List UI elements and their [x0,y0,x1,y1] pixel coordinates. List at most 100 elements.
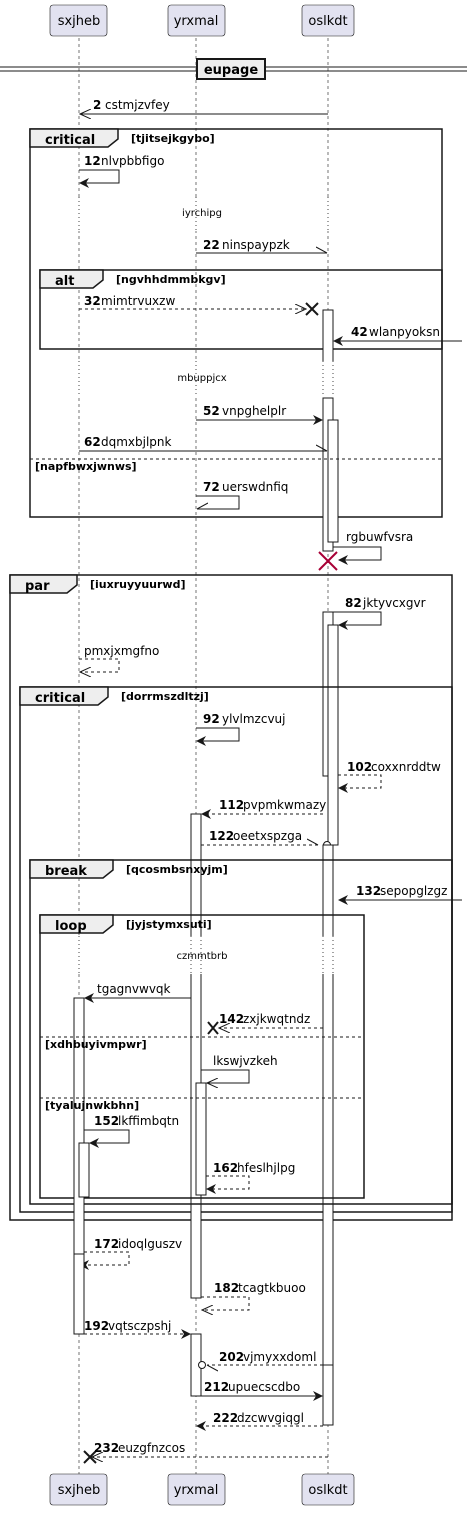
svg-text:iyrchipg: iyrchipg [182,208,222,219]
svg-text:pmxjxmgfno: pmxjxmgfno [84,644,159,658]
svg-text:mbuppjcx: mbuppjcx [177,373,226,384]
svg-text:42: 42 [351,325,368,339]
activation-oslkdt-5 [327,624,339,846]
svg-text:upuecscdbo: upuecscdbo [228,1380,300,1394]
svg-text:vjmyxxdoml: vjmyxxdoml [243,1350,316,1364]
svg-text:break: break [45,864,87,879]
message-162: 162 hfeslhjlpg [206,1161,295,1194]
group-critical-tjitsejkgybo: critical [tjitsejkgybo] [29,128,443,518]
svg-text:[dorrmszdltzj]: [dorrmszdltzj] [121,690,209,703]
message-182: 182 tcagtkbuoo [201,1281,306,1310]
message-22: 22 ninspaypzk [196,238,327,254]
svg-text:162: 162 [213,1161,238,1175]
svg-text:202: 202 [219,1350,244,1364]
svg-text:142: 142 [219,1012,244,1026]
svg-text:[napfbwxjwnws]: [napfbwxjwnws] [35,460,137,473]
message-92: 92 ylvlmzcvuj [196,712,286,746]
svg-text:212: 212 [204,1380,229,1394]
message-82: 82 jktyvcxgvr [333,596,426,630]
svg-text:[tjitsejkgybo]: [tjitsejkgybo] [131,132,215,145]
svg-text:wlanpyoksn: wlanpyoksn [369,325,440,339]
participant-yrxmal-bottom[interactable]: yrxmal [167,1473,226,1506]
svg-text:ylvlmzcvuj: ylvlmzcvuj [222,712,286,726]
group-loop-jyjstymxsuti: loop [jyjstymxsuti] [39,914,365,1199]
message-52: 52 vnpghelplr [196,404,323,425]
svg-text:vqtsczpshj: vqtsczpshj [108,1319,171,1333]
activation-oslkdt-6 [322,844,334,1366]
activation-sxjheb-3 [73,1253,85,1335]
group-par-iuxruyyuurwd: par [iuxruyyuurwd] [9,574,453,1221]
message-192: 192 vqtsczpshj [84,1319,191,1339]
svg-text:172: 172 [94,1237,119,1251]
svg-text:2: 2 [93,98,101,112]
svg-text:ninspaypzk: ninspaypzk [222,238,290,252]
message-32: 32 mimtrvuxzw [79,294,319,316]
svg-text:critical: critical [45,133,95,148]
participant-sxjheb-top[interactable]: sxjheb [49,4,108,37]
svg-text:182: 182 [214,1281,239,1295]
svg-text:yrxmal: yrxmal [174,14,219,29]
group-else-xdhbuyivmpwr: [xdhbuyivmpwr] [40,1036,364,1051]
delay-czmmtbrb: czmmtbrb [72,936,338,974]
group-break-qcosmbsnxyjm: break [qcosmbsnxyjm] [29,859,453,1205]
message-lkswjvzkeh: lkswjvzkeh [201,1054,278,1083]
svg-text:zxjkwqtndz: zxjkwqtndz [243,1012,310,1026]
destroy-marker-oslkdt [318,551,338,571]
svg-text:52: 52 [203,404,220,418]
activation-oslkdt-7 [322,1364,334,1426]
svg-text:coxxnrddtw: coxxnrddtw [371,760,441,774]
svg-text:sepopglzgz: sepopglzgz [380,884,447,898]
svg-text:nlvpbbfigo: nlvpbbfigo [101,154,164,168]
message-232: 232 euzgfnzcos [83,1441,328,1464]
svg-text:22: 22 [203,238,220,252]
svg-text:32: 32 [84,294,101,308]
svg-text:[jyjstymxsuti]: [jyjstymxsuti] [126,918,212,931]
svg-text:[qcosmbsnxyjm]: [qcosmbsnxyjm] [126,863,228,876]
svg-text:alt: alt [55,274,74,289]
svg-text:122: 122 [209,829,234,843]
svg-text:yrxmal: yrxmal [174,1483,219,1498]
message-132: 132 sepopglzgz [338,884,462,905]
message-212: 212 upuecscdbo [201,1380,323,1401]
svg-text:[xdhbuyivmpwr]: [xdhbuyivmpwr] [45,1038,147,1051]
svg-text:idoqlguszv: idoqlguszv [118,1237,182,1251]
participant-sxjheb-bottom[interactable]: sxjheb [49,1473,108,1506]
svg-text:232: 232 [94,1441,119,1455]
svg-text:oslkdt: oslkdt [308,1483,347,1498]
svg-text:62: 62 [84,435,101,449]
svg-text:[tyalujnwkbhn]: [tyalujnwkbhn] [45,1099,139,1112]
svg-text:pvpmkwmazy: pvpmkwmazy [243,798,326,812]
delay-iyrchipg: iyrchipg [72,197,335,231]
svg-text:hfeslhjlpg: hfeslhjlpg [237,1161,295,1175]
message-12: 12 nlvpbbfigo [79,154,164,188]
svg-text:uerswdnfiq: uerswdnfiq [222,480,288,494]
svg-text:par: par [25,579,50,594]
message-142: 142 zxjkwqtndz [207,1012,323,1035]
participant-oslkdt-bottom[interactable]: oslkdt [301,1473,355,1506]
group-alt-ngvhhdmmbkgv: alt [ngvhhdmmbkgv] [39,269,443,350]
svg-text:132: 132 [356,884,381,898]
message-102: 102 coxxnrddtw [338,760,441,793]
svg-text:critical: critical [35,691,85,706]
participant-yrxmal-top[interactable]: yrxmal [167,4,226,37]
svg-text:czmmtbrb: czmmtbrb [177,951,228,962]
message-122: 122 oeetxspzga [201,829,331,849]
svg-text:102: 102 [347,760,372,774]
participant-oslkdt-top[interactable]: oslkdt [301,4,355,37]
svg-text:jktyvcxgvr: jktyvcxgvr [362,596,426,610]
svg-text:72: 72 [203,480,220,494]
svg-text:152: 152 [94,1114,119,1128]
message-202: 202 vjmyxxdoml [198,1350,323,1369]
svg-text:euzgfnzcos: euzgfnzcos [118,1441,185,1455]
svg-text:loop: loop [55,919,87,934]
divider-eupage: eupage [0,58,467,80]
message-42: 42 wlanpyoksn [333,325,462,346]
svg-text:192: 192 [84,1319,109,1333]
activation-sxjheb-2 [78,1142,90,1198]
svg-text:222: 222 [213,1411,238,1425]
message-72: 72 uerswdnfiq [196,480,288,510]
svg-text:82: 82 [345,596,362,610]
svg-text:[ngvhhdmmbkgv]: [ngvhhdmmbkgv] [116,273,226,286]
message-222: 222 dzcwvgiqgl [196,1411,323,1431]
svg-text:12: 12 [84,154,101,168]
